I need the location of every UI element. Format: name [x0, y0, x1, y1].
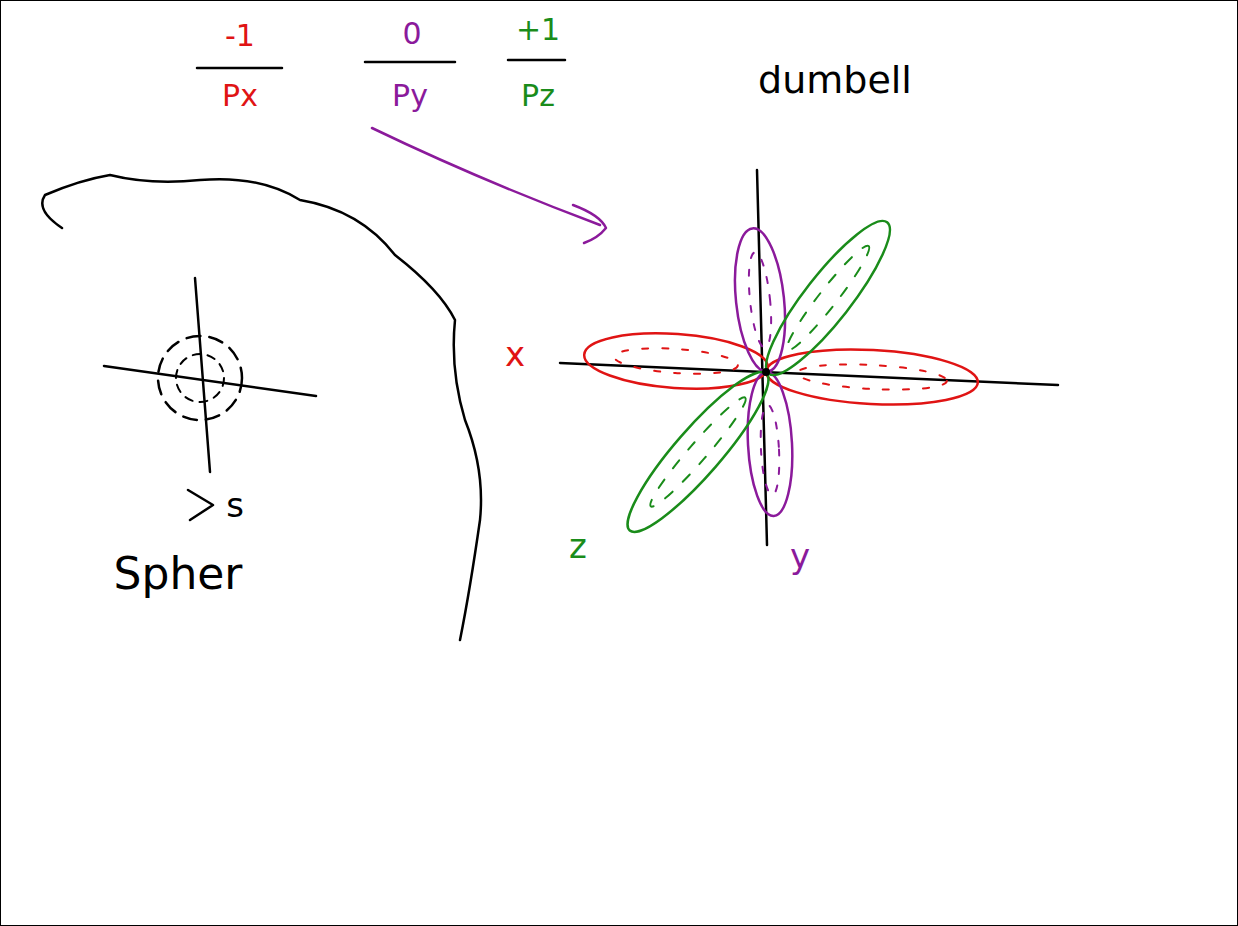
- py-lobe: [744, 371, 795, 517]
- pointer-arrow: [372, 128, 600, 225]
- arrow-head: [573, 205, 606, 243]
- shape-note: dumbell: [758, 61, 912, 99]
- shape-note: Spher: [114, 552, 243, 596]
- axis: [195, 278, 210, 472]
- py-lobe: [729, 226, 792, 374]
- level-line: [197, 67, 282, 70]
- divider-line: [42, 175, 481, 640]
- py-shading: [759, 405, 782, 496]
- s-orbital-inner: [176, 354, 224, 402]
- orbital-letter: s: [226, 488, 244, 522]
- pz-shading: [644, 392, 752, 512]
- orbital-name: Px: [222, 81, 258, 111]
- px-shading: [796, 361, 947, 393]
- s-orbital-sphere: [158, 336, 242, 420]
- quantum-number: +1: [516, 15, 560, 45]
- px-lobe: [582, 328, 769, 395]
- pz-lobe: [612, 358, 783, 545]
- orbital-name: Pz: [521, 81, 555, 111]
- quantum-number: -1: [225, 21, 255, 51]
- s-mark: [188, 490, 213, 520]
- px-shading: [613, 345, 738, 378]
- axis-label: y: [790, 539, 810, 573]
- axis: [104, 366, 316, 396]
- pz-lobe: [751, 208, 905, 388]
- nucleus-dot: [762, 368, 770, 376]
- quantum-number: 0: [402, 19, 421, 49]
- py-shading: [745, 251, 775, 349]
- pz-shading: [780, 240, 875, 355]
- axis-label: z: [569, 529, 587, 563]
- px-lobe: [765, 344, 980, 409]
- orbital-name: Py: [392, 81, 428, 111]
- axis-label: x: [505, 337, 525, 371]
- level-line: [508, 59, 565, 62]
- level-line: [365, 61, 455, 64]
